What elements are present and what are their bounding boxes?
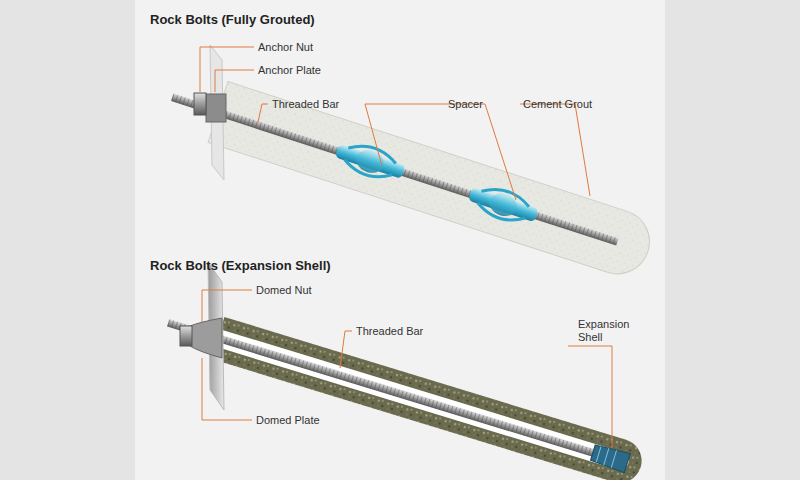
grouted-bolt (162, 67, 657, 282)
part-name: Anchor Plate (258, 64, 321, 77)
part-name: Spacer (448, 98, 483, 111)
part-name: Cement Grout (523, 98, 592, 111)
part-name: Expansion Shell (578, 318, 636, 344)
part-name: Anchor Nut (258, 41, 313, 54)
spacer (333, 137, 408, 185)
part-name: Threaded Bar (356, 325, 423, 338)
expansion-shell-bolt (162, 302, 647, 480)
leader-lines (202, 290, 612, 448)
leader-lines (200, 47, 590, 200)
anchor-plate (194, 45, 226, 180)
part-name: Domed Plate (256, 414, 320, 427)
part-name: Threaded Bar (272, 98, 339, 111)
spacer (466, 181, 541, 229)
diagram-heading: Rock Bolts (Expansion Shell) (150, 258, 331, 274)
diagram-heading: Rock Bolts (Fully Grouted) (150, 12, 315, 28)
part-name: Domed Nut (256, 284, 312, 297)
expansion-shell (590, 443, 630, 473)
